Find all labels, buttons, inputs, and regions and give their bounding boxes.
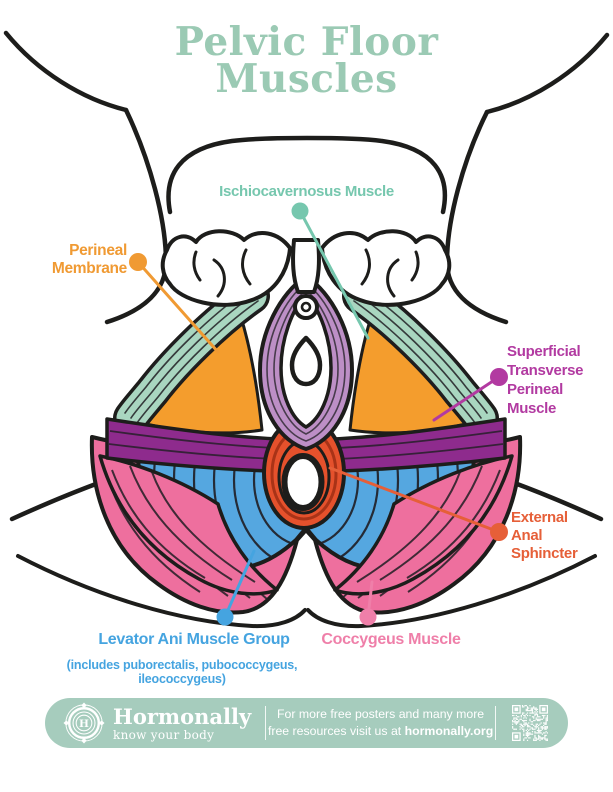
footer-message-line1: For more free posters and many more <box>277 707 485 721</box>
labial-folds-shape <box>160 229 452 307</box>
bulbospongiosus-stripes <box>266 281 346 442</box>
callout-external-anal-sphincter <box>328 466 508 541</box>
label-levator-ani-subtext: (includes puborectalis, pubococcygeus, i… <box>66 658 298 686</box>
body-outline-left-side <box>104 107 169 325</box>
left-gluteal-fold <box>16 554 307 629</box>
body-outline-top-right <box>484 32 610 115</box>
body-outline-right-side <box>444 109 509 325</box>
labial-fold-creases <box>192 248 420 298</box>
callout-dot-levator-ani <box>216 608 234 626</box>
callouts <box>129 202 508 626</box>
left-thigh-crease <box>9 478 107 522</box>
footer-message-line2: free resources visit us at hormonally.or… <box>267 724 494 738</box>
coccygeus-overlay-stripes <box>356 465 501 583</box>
callout-dot-superficial-transverse <box>490 368 508 386</box>
bulbospongiosus-shape <box>258 274 354 451</box>
page-title: Pelvic Floor Muscles <box>0 19 613 102</box>
coccygeus-overlay-stripes <box>111 465 256 583</box>
callout-ischiocavernosus <box>291 202 370 340</box>
label-superficial-transverse: Superficial Transverse Perineal Muscle <box>507 343 584 417</box>
right-gluteal-fold <box>306 554 597 629</box>
hormonally-emblem-icon: H <box>63 702 105 744</box>
callout-dot-perineal-membrane <box>129 253 147 271</box>
label-ischiocavernosus: Ischiocavernosus Muscle <box>219 183 394 200</box>
footer-website: hormonally.org <box>404 724 494 738</box>
ischiocavernosus-muscle-shape <box>113 278 499 436</box>
qr-code <box>512 705 548 741</box>
urethral-opening-center <box>300 301 312 313</box>
callout-dot-ischiocavernosus <box>291 202 309 220</box>
footer-divider <box>265 706 267 740</box>
ischiocavernosus-stripes <box>124 285 488 424</box>
callout-perineal-membrane <box>129 253 220 354</box>
mons-arc <box>166 135 448 215</box>
clitoral-hood <box>291 238 321 294</box>
label-external-anal-sphincter: External Anal Sphincter <box>511 509 578 562</box>
title-line-2: Muscles <box>215 56 398 102</box>
footer-message: For more free posters and many more free… <box>266 706 495 740</box>
labial-fold-right <box>320 229 452 307</box>
label-perineal-membrane: Perineal Membrane <box>51 242 127 277</box>
title-line-1: Pelvic Floor <box>174 19 439 65</box>
svg-text:H: H <box>79 718 89 730</box>
vaginal-opening <box>289 335 323 387</box>
brand-block: H Hormonally know your body <box>63 702 251 744</box>
labial-fold-left <box>160 229 292 307</box>
footer-divider <box>495 706 496 740</box>
callout-superficial-transverse <box>432 368 508 422</box>
label-coccygeus: Coccygeus Muscle <box>321 631 461 648</box>
body-outline-top-left <box>3 30 129 113</box>
footer-banner: H Hormonally know your body For more fre… <box>45 698 568 748</box>
label-levator-ani: Levator Ani Muscle Group <box>98 631 290 648</box>
brand-name: Hormonally <box>113 703 252 729</box>
brand-tagline: know your body <box>113 727 215 742</box>
coccygeus-overlay-shapes <box>98 454 514 596</box>
callout-dot-external-anal-sphincter <box>490 523 508 541</box>
callout-dot-coccygeus <box>359 608 377 626</box>
anal-opening <box>281 453 325 511</box>
callout-coccygeus <box>359 580 377 626</box>
callout-levator-ani <box>216 549 256 626</box>
